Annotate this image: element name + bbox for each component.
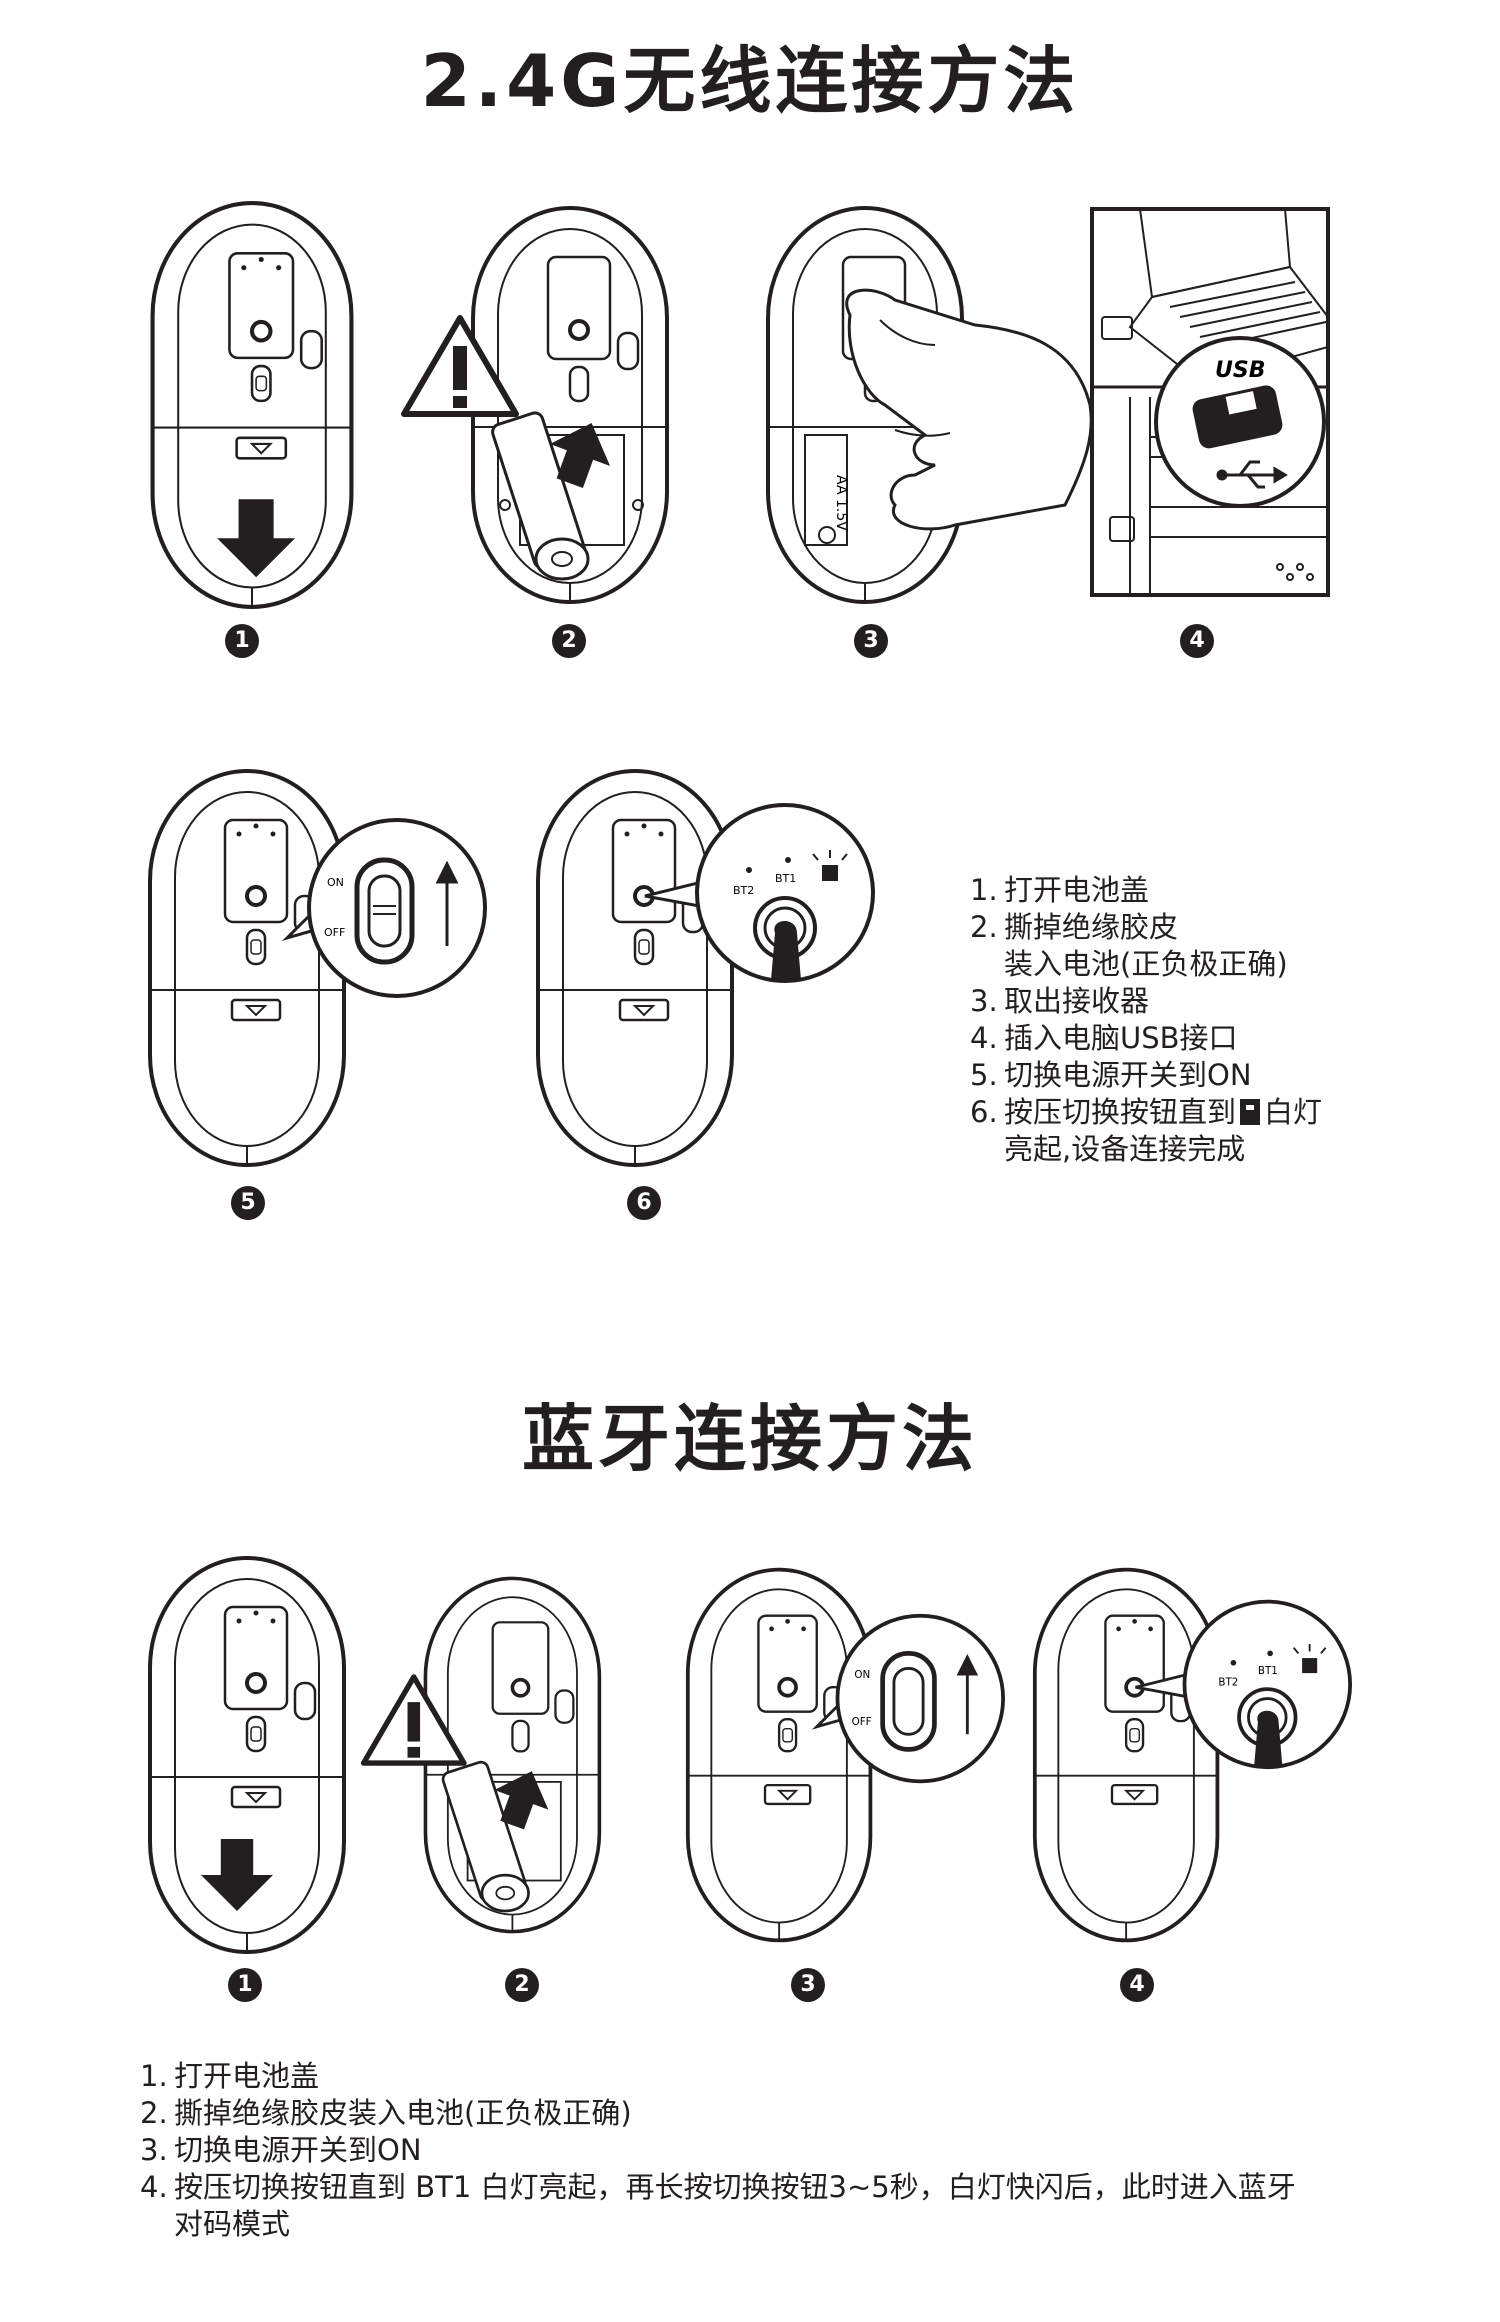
instructions-24g: 1.打开电池盖 2.撕掉绝缘胶皮装入电池(正负极正确) 3.取出接收器 4.插入… — [970, 872, 1322, 1168]
instruction-item: 4.按压切换按钮直到 BT1 白灯亮起，再长按切换按钮3~5秒，白灯快闪后，此时… — [140, 2170, 1296, 2241]
up-arrow-icon — [956, 1653, 979, 1735]
section-title-bluetooth: 蓝牙连接方法 — [521, 1397, 978, 1481]
figure-insert-battery — [400, 206, 669, 604]
step-number: 3 — [791, 1968, 825, 2002]
svg-text:OFF: OFF — [324, 926, 345, 939]
laptop-icon — [1101, 208, 1329, 384]
instruction-item: 4.插入电脑USB接口 — [970, 1021, 1238, 1055]
instruction-item: 3.取出接收器 — [970, 984, 1150, 1018]
step-number: 3 — [854, 624, 888, 658]
figure-bt-power-switch-on: ON OFF — [685, 1567, 1005, 1943]
instruction-item: 2.撕掉绝缘胶皮装入电池(正负极正确) — [970, 910, 1288, 981]
up-arrow-icon — [435, 860, 459, 946]
instruction-item: 5.切换电源开关到ON — [970, 1058, 1252, 1092]
step-number: 2 — [552, 624, 586, 658]
usb-symbol-icon — [1216, 460, 1288, 489]
svg-text:BT2: BT2 — [733, 884, 754, 897]
instruction-item: 1.打开电池盖 — [970, 873, 1150, 907]
lamp-icon — [1240, 1099, 1261, 1125]
step-number: 4 — [1120, 1968, 1154, 2002]
svg-text:BT1: BT1 — [1258, 1665, 1278, 1677]
step-number: 1 — [228, 1968, 262, 2002]
battery-icon: AA 1.5V — [804, 434, 849, 546]
step-number: 5 — [231, 1186, 265, 1220]
finger-icon — [771, 920, 801, 980]
step-number: 4 — [1180, 624, 1214, 658]
figure-power-switch-on: ON OFF — [148, 769, 487, 1167]
instructions-bluetooth: 1.打开电池盖 2.撕掉绝缘胶皮装入电池(正负极正确) 3.切换电源开关到ON … — [140, 2058, 1296, 2243]
section-title-24g: 2.4G无线连接方法 — [420, 39, 1080, 123]
svg-text:OFF: OFF — [852, 1716, 872, 1728]
finger-icon — [1254, 1710, 1283, 1767]
figure-press-switch-button: BT2 BT1 — [536, 769, 875, 1167]
figure-open-battery-cover — [147, 200, 357, 610]
step-number: 1 — [225, 624, 259, 658]
svg-text:ON: ON — [327, 876, 344, 889]
usb-label: USB — [1215, 358, 1265, 383]
svg-text:BT1: BT1 — [775, 872, 796, 885]
svg-text:BT2: BT2 — [1218, 1676, 1238, 1688]
instruction-item: 1.打开电池盖 — [140, 2059, 320, 2093]
figure-bt-open-battery-cover — [148, 1556, 346, 1954]
step-number: 6 — [627, 1186, 661, 1220]
figure-bt-insert-battery — [360, 1576, 602, 1934]
lamp-icon — [1292, 1643, 1327, 1674]
figure-bt-press-switch-button: BT2 BT1 — [1032, 1567, 1352, 1943]
instruction-item: 2.撕掉绝缘胶皮装入电池(正负极正确) — [140, 2096, 632, 2130]
instruction-item: 6.按压切换按钮直到白灯亮起,设备连接完成 — [970, 1095, 1323, 1166]
step-number: 2 — [505, 1968, 539, 2002]
svg-text:ON: ON — [854, 1669, 870, 1681]
svg-text:AA 1.5V: AA 1.5V — [833, 475, 849, 531]
instruction-item: 3.切换电源开关到ON — [140, 2133, 422, 2167]
lamp-icon — [812, 850, 848, 881]
figure-remove-receiver: AA 1.5V — [766, 206, 1093, 604]
figure-insert-usb: USB — [1090, 207, 1330, 597]
